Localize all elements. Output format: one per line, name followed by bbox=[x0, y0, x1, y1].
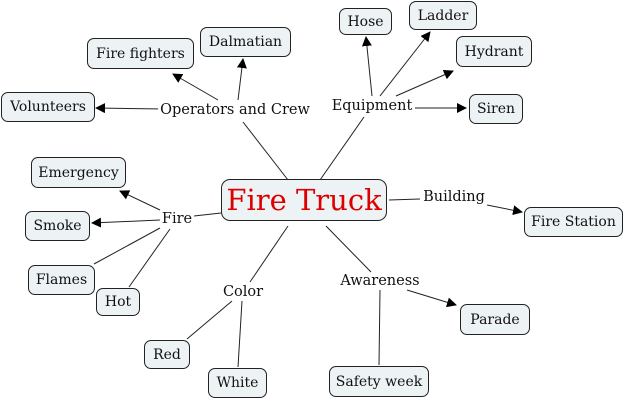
node-fire-truck[interactable]: Fire Truck bbox=[221, 179, 387, 221]
node-dalmatian[interactable]: Dalmatian bbox=[200, 27, 291, 57]
link-fire-flames bbox=[93, 227, 161, 265]
link-color-red bbox=[186, 300, 233, 340]
node-hydrant[interactable]: Hydrant bbox=[456, 36, 532, 67]
node-fire-station[interactable]: Fire Station bbox=[524, 207, 623, 237]
link-label-fire: Fire bbox=[159, 211, 195, 227]
link-operators-firefighters bbox=[172, 73, 219, 101]
node-flames[interactable]: Flames bbox=[28, 265, 95, 295]
link-color-white bbox=[237, 300, 243, 368]
link-label-operators-and-crew: Operators and Crew bbox=[158, 102, 312, 118]
node-white[interactable]: White bbox=[208, 368, 267, 398]
link-operators-dalmatian bbox=[236, 58, 247, 101]
link-awareness-parade bbox=[406, 289, 457, 308]
node-volunteers[interactable]: Volunteers bbox=[1, 92, 95, 122]
node-emergency[interactable]: Emergency bbox=[31, 157, 126, 188]
link-awareness-safety bbox=[378, 289, 381, 366]
node-hose[interactable]: Hose bbox=[339, 8, 392, 35]
link-equipment-ladder bbox=[379, 31, 431, 97]
link-operators-volunteers bbox=[95, 103, 164, 114]
link-building-firestation bbox=[486, 204, 523, 216]
node-safety-week[interactable]: Safety week bbox=[329, 366, 429, 397]
node-hot[interactable]: Hot bbox=[96, 288, 140, 316]
link-label-building: Building bbox=[421, 189, 487, 205]
link-equipment-hydrant bbox=[395, 70, 454, 97]
link-fire-smoke bbox=[91, 217, 161, 228]
link-equipment-hose bbox=[361, 36, 373, 97]
link-label-awareness: Awareness bbox=[338, 273, 422, 289]
link-fire-emergency bbox=[119, 190, 161, 211]
link-center-operators bbox=[242, 121, 289, 181]
node-fire-fighters[interactable]: Fire fighters bbox=[87, 38, 194, 69]
link-label-color: Color bbox=[220, 284, 266, 300]
node-ladder[interactable]: Ladder bbox=[409, 1, 477, 30]
node-red[interactable]: Red bbox=[144, 340, 190, 369]
link-center-building bbox=[388, 198, 421, 201]
link-center-awareness bbox=[325, 225, 372, 273]
node-smoke[interactable]: Smoke bbox=[25, 211, 90, 241]
link-center-color bbox=[249, 225, 289, 283]
link-label-equipment: Equipment bbox=[329, 98, 415, 114]
link-center-equipment bbox=[319, 116, 365, 181]
node-siren[interactable]: Siren bbox=[469, 94, 523, 124]
node-parade[interactable]: Parade bbox=[460, 304, 530, 335]
link-fire-hot bbox=[128, 228, 171, 288]
link-center-fire bbox=[193, 212, 222, 217]
